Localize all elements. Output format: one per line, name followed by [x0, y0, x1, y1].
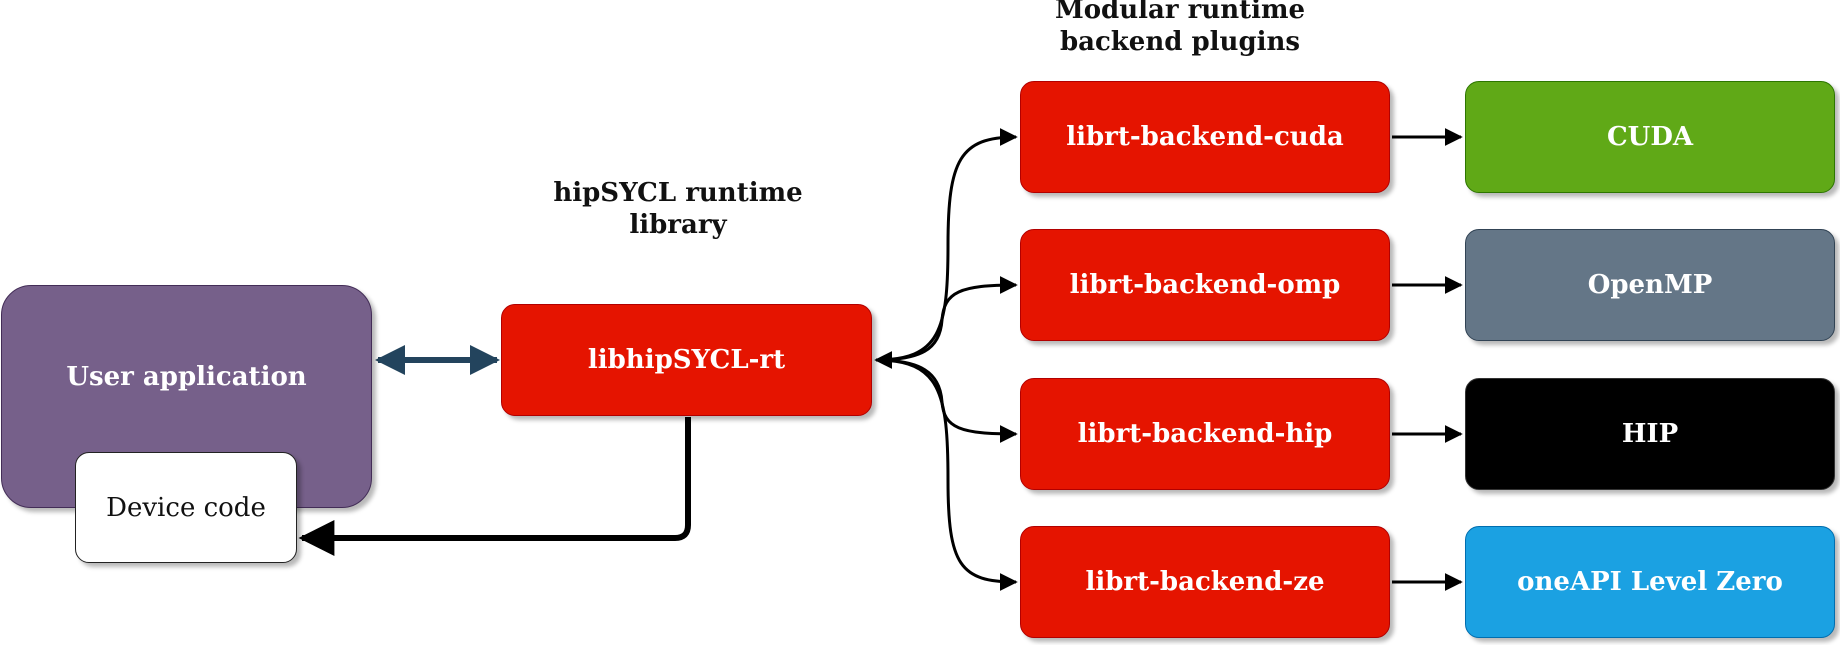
api-openmp-box: OpenMP [1465, 229, 1835, 341]
api-level-zero-label: oneAPI Level Zero [1517, 567, 1783, 597]
backend-omp-box: librt-backend-omp [1020, 229, 1390, 341]
device-code-box: Device code [75, 452, 297, 563]
backend-ze-label: librt-backend-ze [1085, 567, 1325, 597]
plugins-heading: Modular runtime backend plugins [1054, 0, 1306, 57]
backend-hip-box: librt-backend-hip [1020, 378, 1390, 490]
runtime-library-heading: hipSYCL runtime library [553, 178, 803, 240]
user-application-label: User application [66, 361, 307, 392]
runtime-cuda-connector [874, 128, 1018, 369]
api-cuda-box: CUDA [1465, 81, 1835, 193]
runtime-label: libhipSYCL-rt [587, 345, 786, 375]
api-cuda-label: CUDA [1606, 122, 1694, 152]
backend-cuda-box: librt-backend-cuda [1020, 81, 1390, 193]
device-code-label: Device code [106, 492, 266, 523]
backend-ze-box: librt-backend-ze [1020, 526, 1390, 638]
api-openmp-label: OpenMP [1587, 270, 1713, 300]
backend-omp-label: librt-backend-omp [1069, 270, 1341, 300]
runtime-ze-connector [875, 358, 1018, 591]
api-level-zero-box: oneAPI Level Zero [1465, 526, 1835, 638]
runtime-to-device-code-arrow [298, 417, 691, 556]
runtime-box: libhipSYCL-rt [501, 304, 872, 416]
api-hip-box: HIP [1465, 378, 1835, 490]
api-hip-label: HIP [1621, 419, 1679, 449]
runtime-omp-connector [875, 276, 1018, 362]
backend-cuda-label: librt-backend-cuda [1066, 122, 1344, 152]
backend-hip-label: librt-backend-hip [1077, 419, 1333, 449]
